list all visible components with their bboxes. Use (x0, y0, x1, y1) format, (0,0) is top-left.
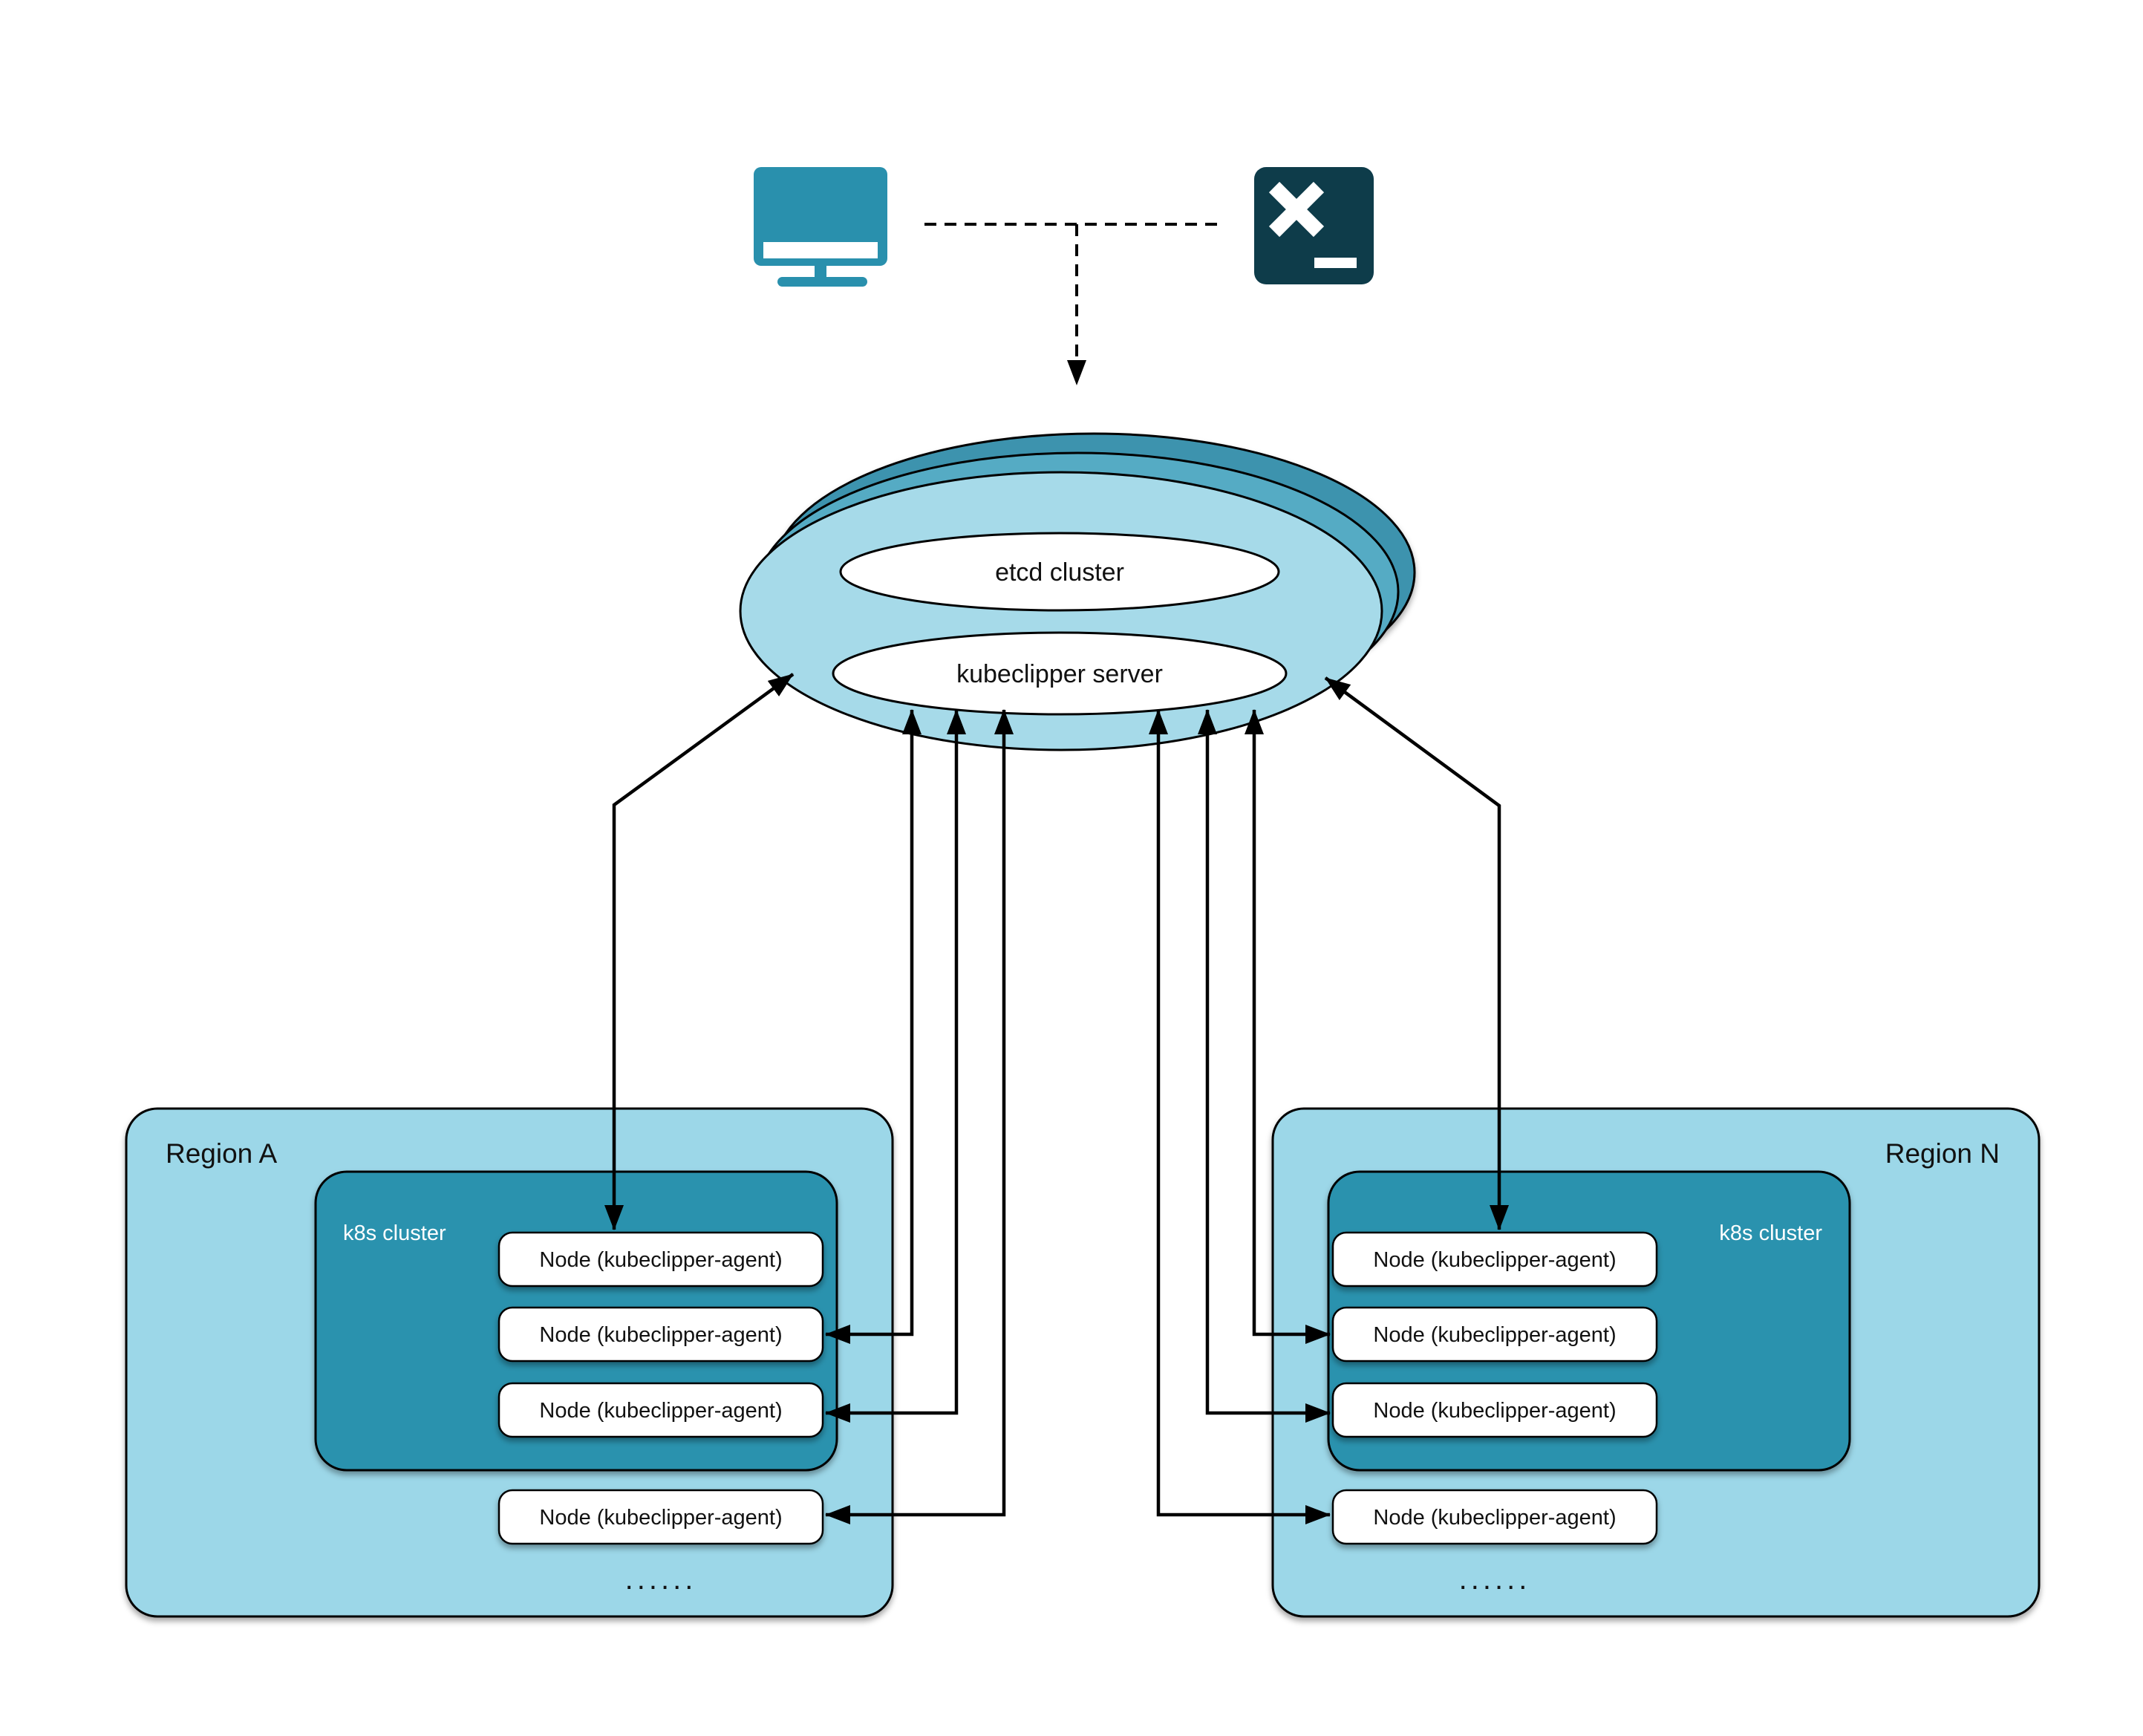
kubeclipper-server-ellipse (832, 631, 1288, 716)
region-a-k8s-cluster-label: k8s cluster (343, 1221, 446, 1245)
kubeclipper-server-label: kubeclipper server (956, 660, 1163, 688)
node-label: Node (kubeclipper-agent) (539, 1248, 782, 1272)
node-pill (1331, 1382, 1658, 1438)
server-region-a-node1-arrow (604, 673, 795, 1230)
node-pill (1331, 1231, 1658, 1288)
node-label: Node (kubeclipper-agent) (1373, 1399, 1616, 1423)
terminal-icon (1254, 167, 1374, 284)
server-disk: etcd cluster kubeclipper server (739, 432, 1416, 751)
region-n-ellipsis: ...... (1459, 1563, 1531, 1596)
node-label: Node (kubeclipper-agent) (1373, 1506, 1616, 1530)
node-label: Node (kubeclipper-agent) (1373, 1323, 1616, 1347)
monitor-stand-base (777, 277, 867, 287)
node-label: Node (kubeclipper-agent) (1373, 1248, 1616, 1272)
terminal-underscore-glyph (1314, 258, 1357, 268)
node-pill (498, 1306, 824, 1363)
etcd-cluster-label: etcd cluster (995, 558, 1124, 587)
region-n-label: Region N (1885, 1138, 2000, 1169)
node-label: Node (kubeclipper-agent) (539, 1323, 782, 1347)
terminal-x-glyph (1268, 181, 1325, 238)
node-pill (498, 1489, 824, 1545)
monitor-icon (754, 167, 887, 287)
region-n-box: Region N k8s cluster Node (kubeclipper-a… (1271, 1107, 2041, 1618)
monitor-stand-neck (815, 264, 826, 281)
server-region-n-node4-arrow (1149, 709, 1331, 1524)
server-region-n-node1-arrow (1324, 676, 1509, 1230)
node-label: Node (kubeclipper-agent) (539, 1506, 782, 1530)
node-pill (498, 1382, 824, 1438)
etcd-cluster-ellipse (839, 532, 1280, 612)
monitor-screen-bar (763, 242, 878, 258)
region-a-label: Region A (166, 1138, 277, 1169)
node-pill (498, 1231, 824, 1288)
node-label: Node (kubeclipper-agent) (539, 1399, 782, 1423)
region-n-k8s-cluster-label: k8s cluster (1719, 1221, 1822, 1245)
server-region-a-node4-arrow (825, 709, 1014, 1524)
region-a-box: Region A k8s cluster Node (kubeclipper-a… (125, 1107, 894, 1618)
node-pill (1331, 1306, 1658, 1363)
node-pill (1331, 1489, 1658, 1545)
region-a-ellipsis: ...... (625, 1563, 697, 1596)
